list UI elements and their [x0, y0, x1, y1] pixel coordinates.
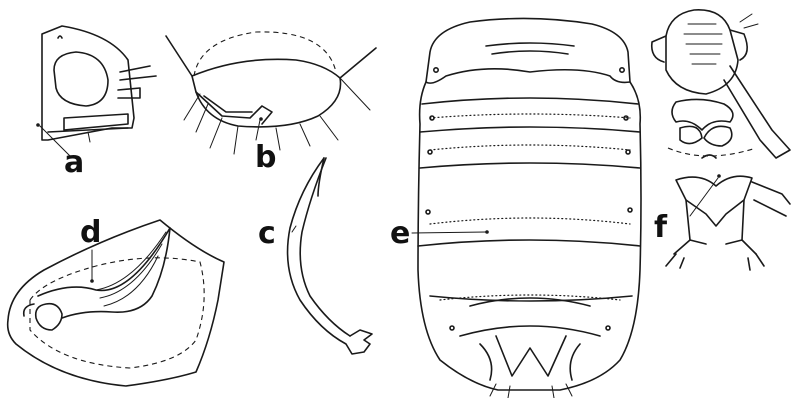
panel-a-label: a [64, 148, 84, 178]
panel-c-label: c [258, 219, 276, 249]
panel-b-label: b [255, 143, 276, 173]
panel-c-drawing [288, 158, 372, 354]
panel-d-drawing [8, 220, 224, 386]
panel-e-drawing [412, 18, 641, 398]
panel-e-label: e [390, 219, 410, 249]
panel-f-label: f [654, 213, 667, 243]
panel-b-drawing [166, 32, 376, 154]
panel-f-drawing [652, 10, 790, 270]
panel-a-drawing [36, 26, 156, 158]
panel-d-label: d [80, 218, 101, 248]
